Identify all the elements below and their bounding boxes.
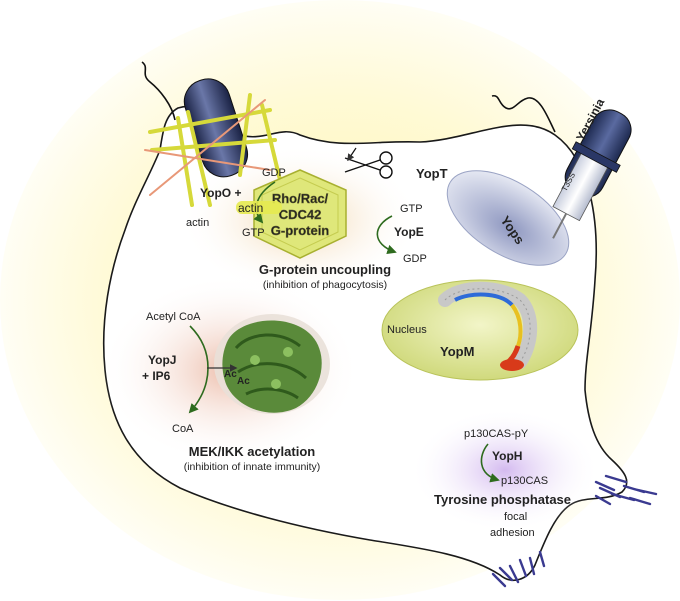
actin-cross-lines — [144, 99, 271, 196]
scissors-icon — [344, 151, 393, 179]
actin-highlight-bg — [236, 201, 282, 214]
gtp-right-label: GTP — [400, 203, 423, 215]
yoph-arrow — [480, 443, 500, 483]
gprotein-label-line1: Rho/Rac/ — [272, 191, 329, 206]
tyrosine-title: Tyrosine phosphatase — [434, 492, 571, 507]
acetylcoa-label: Acetyl CoA — [146, 311, 201, 323]
uncoupling-title: G-protein uncoupling — [259, 262, 391, 277]
yopm-protein-icon — [438, 281, 538, 371]
focal-label: focal — [504, 511, 527, 523]
actin-label: actin — [186, 217, 209, 229]
focal-adhesion-filaments — [491, 474, 658, 588]
p130cas-py-label: p130CAS-pY — [464, 428, 529, 440]
gprotein-hexagon — [253, 169, 347, 259]
yoph-label: YopH — [492, 449, 522, 463]
yope-label: YopE — [394, 225, 424, 239]
p130cas-label: p130CAS — [501, 475, 548, 487]
mek-ikk-protein-icon — [214, 314, 330, 414]
gprotein-label-line3: G-protein — [271, 223, 330, 238]
actin-highlight-label: actin — [238, 201, 263, 215]
yopo-label: YopO + — [200, 186, 241, 200]
yopt-label: YopT — [416, 166, 448, 181]
gdp-top-label: GDP — [262, 167, 286, 179]
gprotein-label-line2: CDC42 — [279, 207, 322, 222]
yops-vacuole — [446, 170, 570, 266]
ac-label-2: Ac — [237, 376, 250, 387]
mek-subtitle: (inhibition of innate immunity) — [184, 461, 321, 473]
gdp-right-label: GDP — [403, 253, 427, 265]
yopm-label: YopM — [440, 344, 474, 359]
coa-label: CoA — [172, 423, 194, 435]
yopt-cut-arrow — [347, 147, 357, 162]
nucleus-label: Nucleus — [387, 324, 427, 336]
yopj-label-line2: + IP6 — [142, 369, 171, 383]
yope-arrow — [376, 215, 397, 255]
uncoupling-subtitle: (inhibition of phagocytosis) — [263, 279, 387, 291]
ac-label-1: Ac — [224, 369, 237, 380]
mek-title: MEK/IKK acetylation — [189, 444, 315, 459]
yopj-label-line1: YopJ — [148, 353, 176, 367]
gtp-left-label: GTP — [242, 227, 265, 239]
phosphatase-glow — [410, 408, 600, 532]
adhesion-label: adhesion — [490, 527, 535, 539]
